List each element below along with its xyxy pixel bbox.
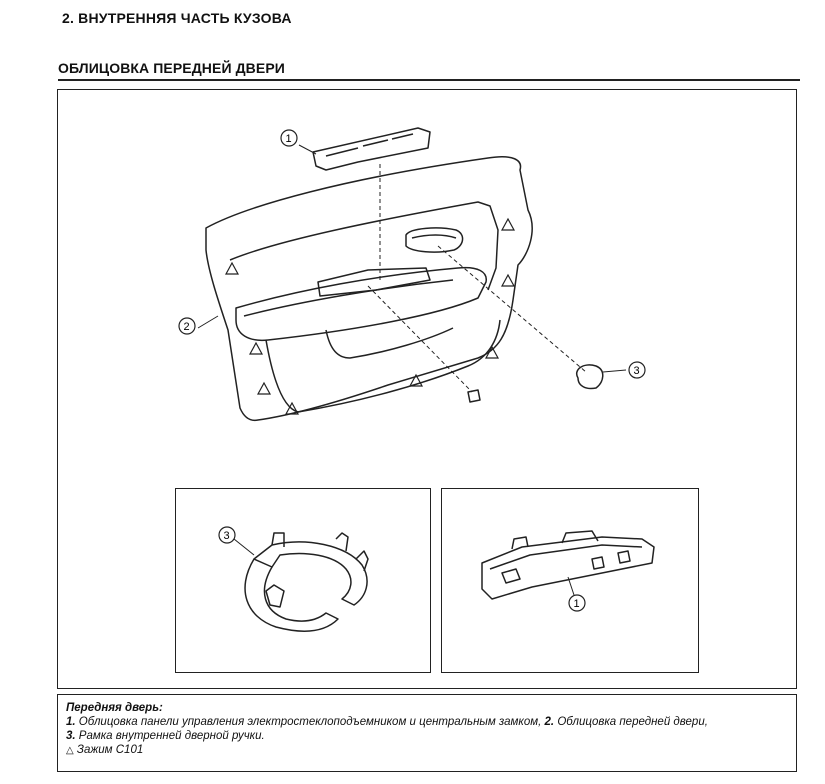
caption-line-1: 1. Облицовка панели управления электрост… xyxy=(66,715,788,729)
inset-left-callout: 3 xyxy=(224,530,230,542)
item2-text: Облицовка передней двери, xyxy=(554,716,708,728)
switch-trim-drawing: 1 xyxy=(481,530,655,612)
inset-switch-trim: 1 xyxy=(441,488,699,673)
figure-frame: 1 2 3 3 xyxy=(57,89,797,689)
item3-text: Рамка внутренней дверной ручки. xyxy=(75,730,265,742)
title-divider xyxy=(58,79,800,81)
callout-1: 1 xyxy=(286,133,292,145)
caption-line-3: △ Зажим C101 xyxy=(66,743,788,758)
callout-2: 2 xyxy=(184,321,190,333)
caption-line-2: 3. Рамка внутренней дверной ручки. xyxy=(66,729,788,743)
item1-text: Облицовка панели управления электростекл… xyxy=(75,716,545,728)
figure-caption: Передняя дверь: 1. Облицовка панели упра… xyxy=(57,694,797,772)
triangle-clip-icon: △ xyxy=(66,745,74,756)
inset-handle-frame: 3 xyxy=(175,488,431,673)
section-title: 2. ВНУТРЕННЯЯ ЧАСТЬ КУЗОВА xyxy=(62,10,292,26)
item3-number: 3. xyxy=(66,730,76,742)
callout-3: 3 xyxy=(634,365,640,377)
subsection-title: ОБЛИЦОВКА ПЕРЕДНЕЙ ДВЕРИ xyxy=(58,60,285,76)
item1-number: 1. xyxy=(66,716,76,728)
handle-frame-drawing: 3 xyxy=(218,526,369,632)
caption-heading: Передняя дверь: xyxy=(66,702,163,714)
inset-right-callout: 1 xyxy=(574,598,580,610)
item2-number: 2. xyxy=(544,716,555,728)
door-trim-drawing: 1 2 3 xyxy=(178,127,646,422)
clip-text: Зажим C101 xyxy=(73,744,144,756)
